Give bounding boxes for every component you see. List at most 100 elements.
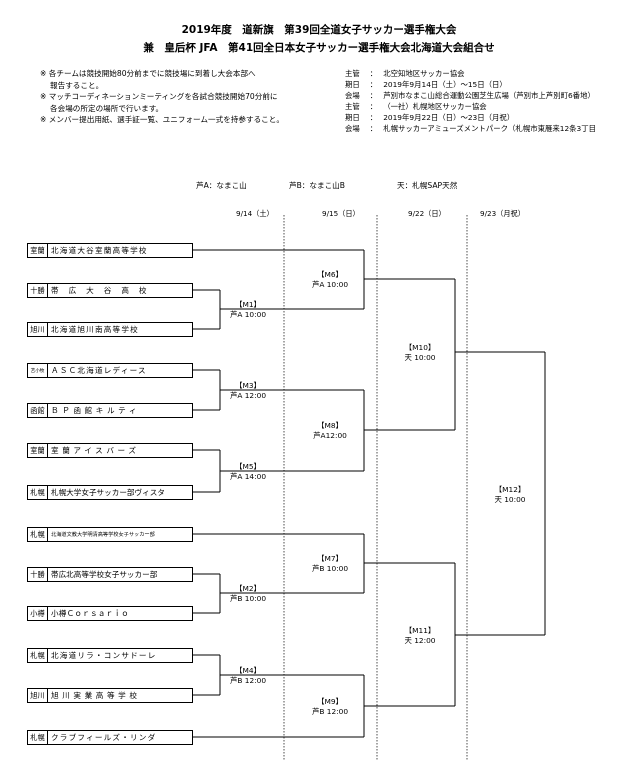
- match-time: 芦B 12:00: [311, 706, 349, 716]
- match-label-m10: 【M10】天 10:00: [392, 343, 448, 362]
- team-area: 室蘭: [28, 244, 48, 257]
- match-label-m3: 【M3】芦A 12:00: [224, 381, 272, 400]
- match-label-m1: 【M1】芦A 10:00: [224, 300, 272, 319]
- team-row: 札幌札幌大学女子サッカー部ヴィスタ: [27, 485, 193, 500]
- match-time: 芦A12:00: [313, 430, 347, 440]
- info-key: 期日: [345, 80, 360, 89]
- info-key: 主管: [345, 69, 360, 78]
- team-area: 札幌: [28, 528, 48, 541]
- match-id: 【M2】: [235, 584, 261, 593]
- team-name: 北海道大谷室蘭高等学校: [51, 246, 148, 255]
- team-row: 札幌北海道文教大学明清高等学校女子サッカー部: [27, 527, 193, 542]
- team-name: クラブフィールズ・リンダ: [51, 733, 157, 742]
- team-name: 帯広北高等学校女子サッカー部: [51, 570, 158, 579]
- team-name: ＡＳＣ北海道レディース: [51, 366, 147, 375]
- info-row: 主管：（一社）札幌地区サッカー協会: [345, 101, 596, 112]
- team-area: 十勝: [28, 284, 48, 297]
- match-time: 芦B 12:00: [229, 675, 267, 685]
- team-area: 十勝: [28, 568, 48, 581]
- match-id: 【M9】: [317, 697, 343, 706]
- date-label: 9/22（日）: [408, 209, 446, 218]
- page-title: 2019年度 道新旗 第39回全道女子サッカー選手権大会: [181, 24, 457, 36]
- date-label: 9/14（土）: [236, 209, 274, 218]
- match-label-m6: 【M6】芦A 10:00: [304, 270, 356, 289]
- match-time: 天 10:00: [404, 352, 436, 362]
- match-time: 芦A 10:00: [311, 279, 349, 289]
- info-value: 芦別市なまこ山総合運動公園芝生広場（芦別市上芦別町6番地）: [383, 91, 595, 100]
- match-id: 【M1】: [235, 300, 261, 309]
- team-name: 北海道旭川南高等学校: [51, 325, 139, 334]
- date-label: 9/15（日）: [322, 209, 360, 218]
- match-id: 【M6】: [317, 270, 343, 279]
- date-label: 9/23（月祝）: [480, 209, 525, 218]
- team-name: 帯 広 大 谷 高 校: [51, 286, 148, 295]
- info-row: 主管 ： 北空知地区サッカー協会: [345, 68, 596, 79]
- team-row: 室蘭室蘭アイスバーズ: [27, 443, 193, 458]
- team-row: 旭川旭川実業高等学校: [27, 688, 193, 703]
- info-colon: ：: [369, 91, 378, 100]
- note-line: ※ マッチコーディネーションミーティングを各試合競技開始70分前に: [40, 92, 278, 102]
- team-row: 小樽小樽Ｃｏｒｓａｒｉｏ: [27, 606, 193, 621]
- team-name: ＢＰ函館キルティ: [51, 406, 141, 415]
- match-id: 【M7】: [317, 554, 343, 563]
- match-time: 芦A 14:00: [229, 471, 267, 481]
- team-area: 札幌: [28, 486, 48, 499]
- info-key: 会場: [345, 124, 360, 133]
- team-area: 小樽: [28, 607, 48, 620]
- info-row: 会場：札幌サッカーアミューズメントパーク（札幌市東雁来12条3丁目: [345, 123, 596, 134]
- team-area: 札幌: [28, 731, 48, 744]
- team-area: 函館: [28, 404, 48, 417]
- match-id: 【M3】: [235, 381, 261, 390]
- info-key: 会場: [345, 91, 360, 100]
- team-row: 十勝帯 広 大 谷 高 校: [27, 283, 193, 298]
- team-area: 札幌: [28, 649, 48, 662]
- venue-label-b: 芦B：なまこ山B: [289, 181, 345, 190]
- team-area: 苫小牧: [28, 364, 48, 377]
- match-id: 【M5】: [235, 462, 261, 471]
- team-name: 北海道文教大学明清高等学校女子サッカー部: [51, 532, 155, 538]
- match-label-m12: 【M12】天 10:00: [482, 485, 538, 504]
- team-area: 旭川: [28, 323, 48, 336]
- team-area: 旭川: [28, 689, 48, 702]
- info-value: 札幌サッカーアミューズメントパーク（札幌市東雁来12条3丁目: [383, 124, 597, 133]
- match-id: 【M10】: [404, 343, 436, 352]
- info-colon: ：: [369, 113, 378, 122]
- team-name: 室蘭アイスバーズ: [51, 446, 140, 455]
- team-area: 室蘭: [28, 444, 48, 457]
- note-line: ※ メンバー提出用紙、選手証一覧、ユニフォーム一式を持参すること。: [40, 115, 284, 125]
- note-line: 各会場の所定の場所で行います。: [40, 103, 164, 113]
- match-id: 【M4】: [235, 666, 261, 675]
- match-label-m4: 【M4】芦B 12:00: [224, 666, 272, 685]
- info-value: 2019年9月22日（日）～23日（月祝）: [383, 113, 515, 122]
- team-row: 室蘭北海道大谷室蘭高等学校: [27, 243, 193, 258]
- info-value: （一社）札幌地区サッカー協会: [383, 102, 487, 111]
- team-name: 小樽Ｃｏｒｓａｒｉｏ: [51, 609, 129, 618]
- note-line: 報告すること。: [40, 80, 104, 90]
- team-row: 旭川北海道旭川南高等学校: [27, 322, 193, 337]
- info-colon: ：: [369, 69, 378, 78]
- info-row: 会場 ： 芦別市なまこ山総合運動公園芝生広場（芦別市上芦別町6番地）: [345, 90, 596, 101]
- info-row: 期日：2019年9月22日（日）～23日（月祝）: [345, 112, 596, 123]
- date-dividers: [283, 215, 468, 760]
- team-row: 十勝帯広北高等学校女子サッカー部: [27, 567, 193, 582]
- match-label-m11: 【M11】天 12:00: [392, 626, 448, 645]
- match-id: 【M12】: [494, 485, 526, 494]
- info-row: 期日：2019年9月14日（土）～15日（日）: [345, 79, 596, 90]
- team-name: 北海道リラ・コンサドーレ: [51, 651, 157, 660]
- info-value: 2019年9月14日（土）～15日（日）: [383, 80, 507, 89]
- match-time: 天 12:00: [404, 635, 436, 645]
- event-info: 主管：北空知地区サッカー協会 期日：2019年9月14日（土）～15日（日） 会…: [345, 68, 596, 134]
- note-line: ※ 各チームは競技開始80分前までに競技場に到着し大会本部へ: [40, 69, 256, 78]
- info-key: 主管: [345, 102, 360, 111]
- venue-label-c: 天：札幌SAP天然: [397, 181, 458, 190]
- match-label-m5: 【M5】芦A 14:00: [224, 462, 272, 481]
- team-name: 札幌大学女子サッカー部ヴィスタ: [51, 488, 165, 497]
- match-label-m7: 【M7】芦B 10:00: [304, 554, 356, 573]
- match-label-m8: 【M8】芦A12:00: [304, 421, 356, 440]
- page-subtitle: 兼 皇后杯 JFA 第41回全日本女子サッカー選手権大会北海道大会組合せ: [143, 42, 495, 54]
- info-value: 北空知地区サッカー協会: [383, 69, 465, 78]
- connectors: [193, 249, 546, 738]
